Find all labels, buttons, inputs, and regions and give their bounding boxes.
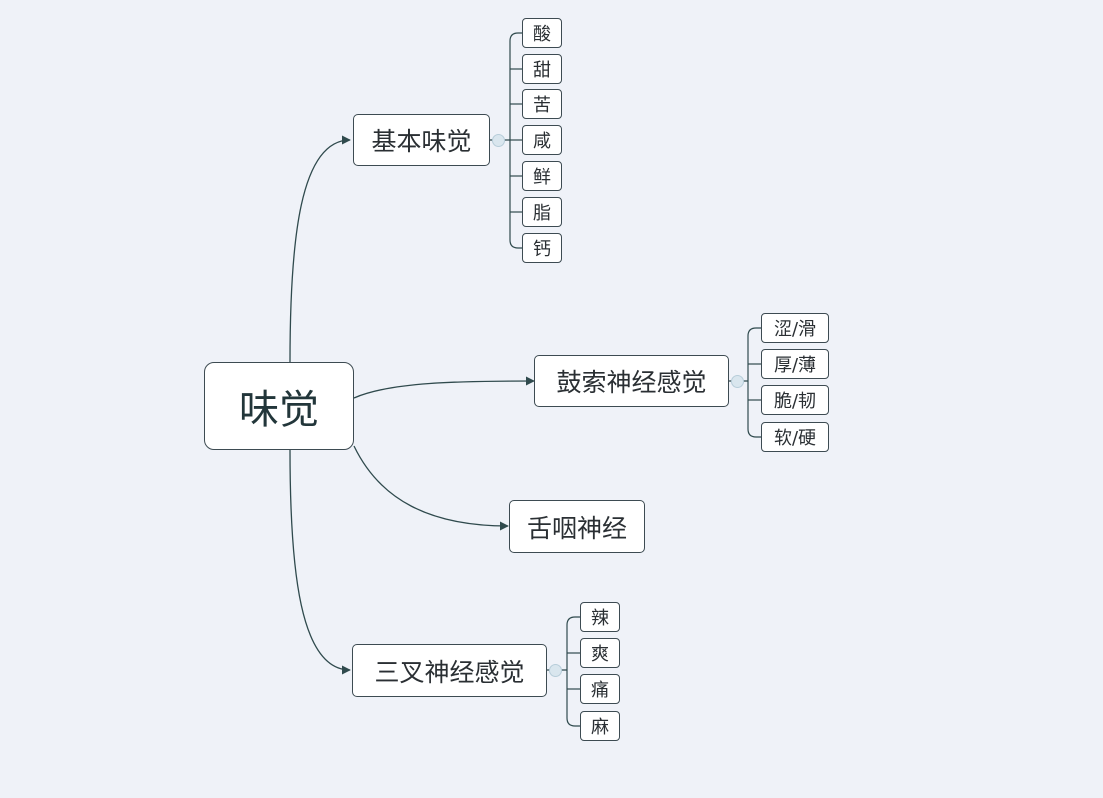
- leaf-node-bitter[interactable]: 苦: [522, 89, 562, 119]
- connector-root-to-basic-taste: [289, 135, 351, 363]
- leaf-node-label: 麻: [591, 717, 609, 738]
- root-node-taste[interactable]: 味觉: [204, 362, 354, 450]
- leaf-node-label: 脂: [533, 203, 551, 224]
- leaf-node-label: 辣: [591, 608, 609, 629]
- leaf-node-spicy[interactable]: 辣: [580, 602, 620, 632]
- leaf-node-label: 厚/薄: [773, 355, 817, 376]
- leaf-node-soft-hard[interactable]: 软/硬: [761, 422, 829, 452]
- connector-root-to-trigeminal: [289, 449, 351, 675]
- leaf-node-crisp-chewy[interactable]: 脆/韧: [761, 385, 829, 415]
- leaf-node-label: 酸: [533, 24, 551, 45]
- leaf-node-pain[interactable]: 痛: [580, 674, 620, 704]
- leaf-node-label: 咸: [533, 131, 551, 152]
- leaf-node-label: 钙: [533, 239, 551, 260]
- branch-node-chorda-tympani[interactable]: 鼓索神经感觉: [534, 355, 729, 407]
- root-node-label: 味觉: [239, 387, 319, 433]
- connector-root-to-chorda-tympani: [353, 376, 535, 399]
- branch-node-label: 舌咽神经: [526, 513, 627, 543]
- collapse-toggle-basic-taste[interactable]: [492, 134, 505, 147]
- leaf-node-astringent-smooth[interactable]: 涩/滑: [761, 313, 829, 343]
- leaf-node-umami[interactable]: 鲜: [522, 161, 562, 191]
- leaf-node-thick-thin[interactable]: 厚/薄: [761, 349, 829, 379]
- connector-root-to-glossopharyngeal: [353, 445, 509, 531]
- leaf-node-label: 软/硬: [773, 428, 817, 449]
- collapse-toggle-trigeminal[interactable]: [549, 664, 562, 677]
- leaf-node-fat[interactable]: 脂: [522, 197, 562, 227]
- leaf-node-numb[interactable]: 麻: [580, 711, 620, 741]
- leaf-node-cool[interactable]: 爽: [580, 638, 620, 668]
- leaf-node-label: 脆/韧: [773, 391, 817, 412]
- leaf-node-salty[interactable]: 咸: [522, 125, 562, 155]
- leaf-node-label: 苦: [533, 95, 551, 116]
- branch-node-glossopharyngeal[interactable]: 舌咽神经: [509, 500, 645, 553]
- leaf-node-label: 爽: [591, 644, 609, 665]
- collapse-toggle-chorda-tympani[interactable]: [731, 375, 744, 388]
- leaf-node-label: 痛: [591, 680, 609, 701]
- leaf-node-calcium[interactable]: 钙: [522, 233, 562, 263]
- branch-node-label: 三叉神经感觉: [374, 657, 525, 687]
- branch-node-label: 鼓索神经感觉: [556, 368, 707, 397]
- branch-node-label: 基本味觉: [371, 127, 472, 156]
- leaf-node-sweet[interactable]: 甜: [522, 54, 562, 84]
- leaf-node-label: 甜: [533, 60, 551, 81]
- branch-node-trigeminal[interactable]: 三叉神经感觉: [352, 644, 547, 697]
- branch-node-basic-taste[interactable]: 基本味觉: [353, 114, 490, 166]
- leaf-node-label: 鲜: [533, 167, 551, 188]
- leaf-node-label: 涩/滑: [773, 319, 817, 340]
- leaf-node-sour[interactable]: 酸: [522, 18, 562, 48]
